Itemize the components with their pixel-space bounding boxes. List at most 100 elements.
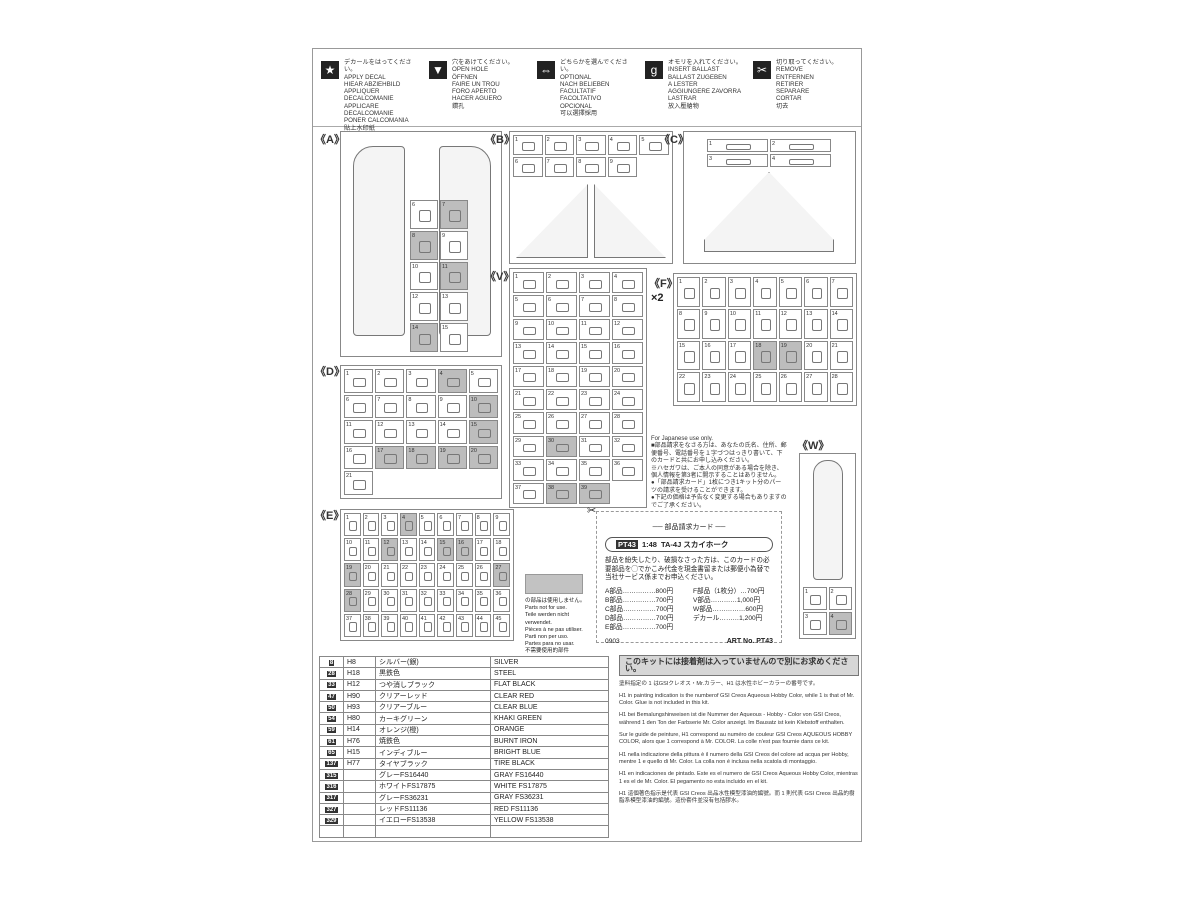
part-v-13: 13: [513, 342, 544, 364]
mr-color-number: 329: [319, 814, 344, 827]
sprue-e-label: 《E》: [315, 510, 345, 522]
note-paragraph: H1 這個著色指示是代表 GSI Creos 出品水性模型漆油的編號。而 1 則…: [619, 790, 855, 805]
part-f-19: 19: [778, 340, 803, 371]
color-row: [319, 825, 609, 838]
part-v-36: 36: [612, 459, 643, 481]
legend-line: OPCIONAL: [560, 102, 592, 110]
part-d-19: 19: [437, 445, 467, 470]
part-f-10: 10: [727, 308, 752, 339]
note-paragraph: H1 bei Bemalungshinweisen ist die Nummer…: [619, 712, 845, 726]
part-e-4: 4: [399, 513, 417, 537]
part-e-12: 12: [381, 538, 398, 562]
legend-line: A LESTER: [668, 80, 698, 88]
part-b-6: 6: [513, 157, 543, 177]
legend-line: APPLY DECAL: [344, 73, 386, 81]
part-v-9: 9: [513, 318, 544, 341]
lower-wing: [704, 172, 834, 252]
part-e-11: 11: [362, 538, 380, 562]
sprue-d-label: 《D》: [315, 366, 345, 378]
hobby-color-code: [343, 780, 376, 793]
part-v-12: 12: [612, 318, 643, 341]
part-f-23: 23: [702, 372, 726, 402]
part-d-7: 7: [375, 394, 405, 419]
color-name-japanese: グレーFS36231: [375, 791, 491, 804]
part-e-39: 39: [381, 613, 398, 637]
price-item: デカール………1,200円: [693, 614, 763, 622]
part-f-27: 27: [804, 372, 828, 402]
part-e-26: 26: [474, 563, 492, 587]
glue-not-included-header: このキットには接着剤は入っていませんので別にお求めください。: [619, 655, 859, 676]
note-line: ●「部品請求カード」1枚につき1キット分のパーツの請求を受けることができます。: [651, 480, 782, 494]
hobby-color-code: H93: [343, 701, 376, 714]
not-for-use-line: Parts not for use.: [525, 605, 567, 612]
part-b-4: 4: [607, 135, 638, 155]
part-d-4: 4: [437, 369, 467, 393]
note-line: ※ハセガワは、ご本人の同意がある場合を除き、個人情報を第3者に開示することはあり…: [651, 465, 783, 480]
color-name-english: RED FS11136: [490, 802, 609, 816]
part-a-6: 6: [410, 200, 438, 229]
part-f-13: 13: [804, 308, 828, 339]
part-e-38: 38: [362, 613, 380, 637]
part-w-3: 3: [803, 612, 827, 635]
part-v-17: 17: [513, 365, 544, 387]
color-name-japanese: 焼鉄色: [375, 735, 491, 748]
part-e-1: 1: [344, 513, 361, 537]
part-v-35: 35: [579, 459, 610, 481]
color-name-japanese: クリアーレッド: [375, 689, 491, 703]
legend-line: CORTAR: [776, 95, 802, 103]
part-f-1: 1: [677, 277, 701, 307]
legend-line: APPLIQUER DECALCOMANIE: [344, 88, 394, 103]
sprue-f-label: 《F》: [649, 278, 678, 290]
part-f-28: 28: [829, 372, 853, 402]
part-e-2: 2: [362, 513, 380, 537]
legend-line: APPLICARE DECALCOMANIE: [344, 102, 394, 118]
sprue-v-label: 《V》: [485, 271, 515, 283]
part-v-16: 16: [612, 342, 643, 364]
color-name-english: [490, 825, 609, 838]
part-f-17: 17: [727, 340, 752, 371]
part-v-33: 33: [513, 459, 544, 481]
not-for-use-line: Parti non per uso.: [525, 634, 569, 641]
color-name-english: ORANGE: [490, 723, 609, 737]
color-name-english: SILVER: [490, 655, 609, 669]
part-c-2: 2: [770, 139, 831, 152]
mr-color-number: 8: [319, 655, 344, 669]
part-b-1: 1: [513, 135, 543, 155]
legend-line: RETIRER: [776, 80, 804, 88]
hobby-color-code: H77: [343, 757, 376, 770]
part-v-31: 31: [579, 435, 610, 458]
part-v-38: 38: [546, 482, 577, 504]
part-f-20: 20: [804, 340, 828, 371]
color-name-japanese: [375, 825, 491, 838]
price-item: W部品……………600円: [693, 605, 763, 613]
part-e-23: 23: [418, 563, 436, 587]
mr-color-code: 47: [327, 693, 336, 700]
hobby-color-code: H12: [343, 678, 376, 691]
part-f-9: 9: [702, 308, 726, 339]
part-a-14: 14: [410, 323, 438, 352]
part-c-1: 1: [707, 139, 768, 152]
part-a-11: 11: [440, 261, 468, 291]
part-v-3: 3: [579, 272, 610, 294]
mr-color-code: 65: [327, 750, 336, 757]
sprue-f-multiplier: ×2: [651, 292, 664, 304]
part-e-29: 29: [362, 588, 380, 612]
mr-color-number: 315: [319, 768, 344, 782]
hobby-color-code: H14: [343, 723, 376, 737]
part-e-14: 14: [418, 538, 436, 562]
card-title: ── 部品請求カード ──: [652, 524, 726, 531]
part-v-10: 10: [546, 318, 577, 341]
part-f-8: 8: [677, 308, 701, 339]
mr-color-number: 317: [319, 791, 344, 804]
part-d-9: 9: [437, 394, 467, 419]
part-a-15: 15: [440, 323, 468, 352]
